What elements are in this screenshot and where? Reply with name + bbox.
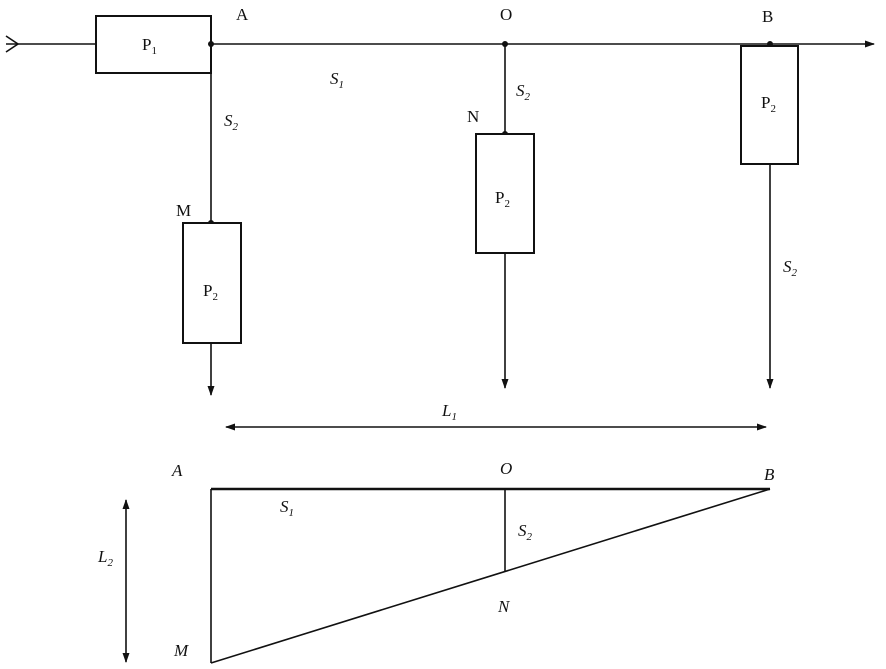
point-m-label: M: [176, 201, 191, 220]
tri-point-a-label: A: [171, 461, 183, 480]
triangle-edge-mb: [210, 488, 771, 664]
unit-p2-box-m: [182, 222, 242, 344]
unit-p2-label-b: P2: [761, 93, 776, 115]
unit-p2-box-n: [475, 133, 535, 254]
point-n-label: N: [467, 107, 479, 126]
tri-point-n-label: N: [497, 597, 511, 616]
dimension-l2-label: L2: [97, 547, 113, 569]
tri-point-b-label: B: [764, 465, 775, 484]
segment-s2-label-o: S2: [516, 81, 531, 103]
unit-p1-label: P1: [142, 35, 157, 57]
point-b-label: B: [762, 7, 773, 26]
point-o-label: O: [500, 5, 512, 24]
unit-p2-label-m: P2: [203, 281, 218, 303]
tri-point-m-label: M: [173, 641, 189, 660]
segment-s1-label: S1: [330, 69, 344, 91]
segment-s2-label-b: S2: [783, 257, 798, 279]
unit-p2-label-n: P2: [495, 188, 510, 210]
dimension-l1-label: L1: [441, 401, 457, 423]
tri-point-o-label: O: [500, 459, 512, 478]
point-a-label: A: [236, 5, 249, 24]
segment-s2-label-a: S2: [224, 111, 239, 133]
tri-segment-s1-label: S1: [280, 497, 294, 519]
tri-segment-s2-label: S2: [518, 521, 533, 543]
